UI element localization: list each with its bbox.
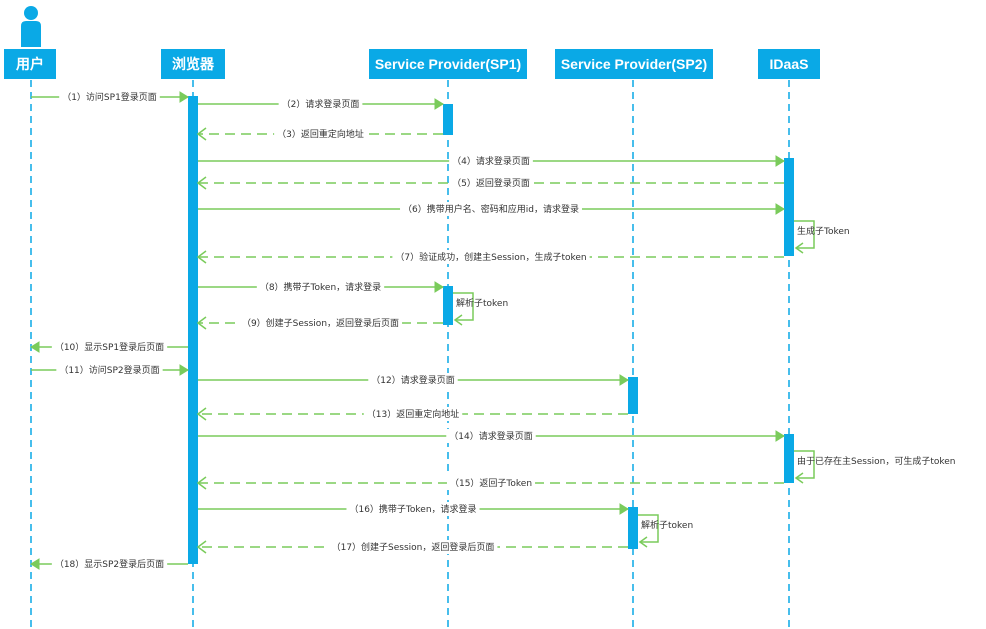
- message-9: （8）携带子Token，请求登录: [198, 280, 444, 294]
- message-label: （16）携带子Token，请求登录: [349, 503, 476, 515]
- message-5: （5）返回登录页面: [196, 176, 784, 190]
- actor-label-user: 用户: [16, 56, 44, 72]
- label-background: [256, 280, 385, 294]
- message-21: （17）创建子Session，返回登录后页面: [196, 540, 628, 554]
- label-background: [368, 373, 458, 387]
- label-background: [449, 176, 533, 190]
- message-3: （3）返回重定向地址: [196, 127, 443, 141]
- actor-label-browser: 浏览器: [172, 56, 214, 72]
- message-label: （14）请求登录页面: [449, 430, 532, 442]
- activation-bar-sp1: [443, 104, 453, 135]
- message-label: （10）显示SP1登录后页面: [55, 342, 164, 353]
- actor-label-sp2: Service Provider(SP2): [560, 56, 708, 72]
- message-16: （14）请求登录页面: [198, 429, 785, 443]
- label-background: [446, 429, 536, 443]
- actor-header-sp2: Service Provider(SP2): [555, 49, 713, 79]
- label-background: [392, 250, 590, 264]
- message-label: （5）返回登录页面: [452, 177, 530, 189]
- message-label: （15）返回子Token: [450, 477, 532, 489]
- message-label: 解析子token: [641, 519, 693, 531]
- message-22: （18）显示SP2登录后页面: [30, 558, 188, 571]
- activation-bar-sp1: [443, 286, 453, 325]
- message-19: （16）携带子Token，请求登录: [198, 502, 629, 516]
- message-label: （18）显示SP2登录后页面: [55, 559, 164, 570]
- actor-label-idaas: IDaaS: [769, 56, 809, 72]
- label-background: [274, 127, 367, 141]
- message-18: （15）返回子Token: [196, 476, 784, 490]
- label-background: [363, 407, 463, 421]
- actor-header-browser: 浏览器: [161, 49, 225, 79]
- message-2: （2）请求登录页面: [198, 97, 444, 111]
- activation-bar-sp2: [628, 507, 638, 549]
- message-label: （2）请求登录页面: [282, 98, 360, 110]
- message-12: （10）显示SP1登录后页面: [30, 341, 188, 354]
- label-background: [400, 202, 582, 216]
- message-label: （1）访问SP1登录页面: [62, 91, 157, 103]
- message-label: （4）请求登录页面: [452, 155, 530, 167]
- actor-label-sp1: Service Provider(SP1): [374, 56, 522, 72]
- label-background: [446, 476, 536, 490]
- message-label: 解析子token: [456, 297, 508, 309]
- message-6: （6）携带用户名、密码和应用id，请求登录: [198, 202, 785, 216]
- actor-header-idaas: IDaaS: [758, 49, 820, 79]
- message-label: （13）返回重定向地址: [367, 408, 459, 420]
- message-4: （4）请求登录页面: [198, 154, 785, 168]
- label-background: [51, 558, 168, 571]
- activation-bar-idaas: [784, 158, 794, 256]
- activation-bar-sp2: [628, 377, 638, 414]
- message-13: （11）访问SP2登录页面: [31, 363, 189, 377]
- actor-header-user: 用户: [4, 49, 56, 79]
- message-label: 生成子Token: [797, 225, 850, 237]
- message-label: （17）创建子Session，返回登录后页面: [332, 541, 495, 553]
- message-label: （12）请求登录页面: [371, 374, 454, 386]
- message-label: （8）携带子Token，请求登录: [260, 281, 381, 293]
- message-label: 由于已存在主Session，可生成子token: [797, 455, 956, 467]
- activation-bar-browser: [188, 96, 198, 564]
- message-14: （12）请求登录页面: [198, 373, 629, 387]
- message-label: （6）携带用户名、密码和应用id，请求登录: [403, 203, 579, 215]
- label-background: [56, 363, 163, 377]
- label-background: [51, 341, 168, 354]
- label-background: [449, 154, 533, 168]
- message-11: （9）创建子Session，返回登录后页面: [196, 316, 443, 330]
- message-1: （1）访问SP1登录页面: [31, 90, 189, 104]
- message-10: 解析子token: [453, 292, 508, 326]
- message-7: 生成子Token: [794, 220, 850, 254]
- activation-bar-idaas: [784, 434, 794, 483]
- label-background: [346, 502, 480, 516]
- message-label: （9）创建子Session，返回登录后页面: [242, 317, 399, 329]
- message-15: （13）返回重定向地址: [196, 407, 628, 421]
- message-17: 由于已存在主Session，可生成子token: [794, 450, 956, 484]
- label-background: [328, 540, 498, 554]
- label-background: [59, 90, 160, 104]
- message-label: （7）验证成功，创建主Session，生成子token: [395, 251, 586, 263]
- message-8: （7）验证成功，创建主Session，生成子token: [196, 250, 784, 264]
- actor-header-sp1: Service Provider(SP1): [369, 49, 527, 79]
- message-label: （11）访问SP2登录页面: [59, 364, 159, 376]
- message-label: （3）返回重定向地址: [277, 128, 364, 140]
- message-20: 解析子token: [638, 514, 693, 548]
- label-background: [278, 97, 363, 111]
- person-icon: [21, 6, 41, 47]
- label-background: [238, 316, 403, 330]
